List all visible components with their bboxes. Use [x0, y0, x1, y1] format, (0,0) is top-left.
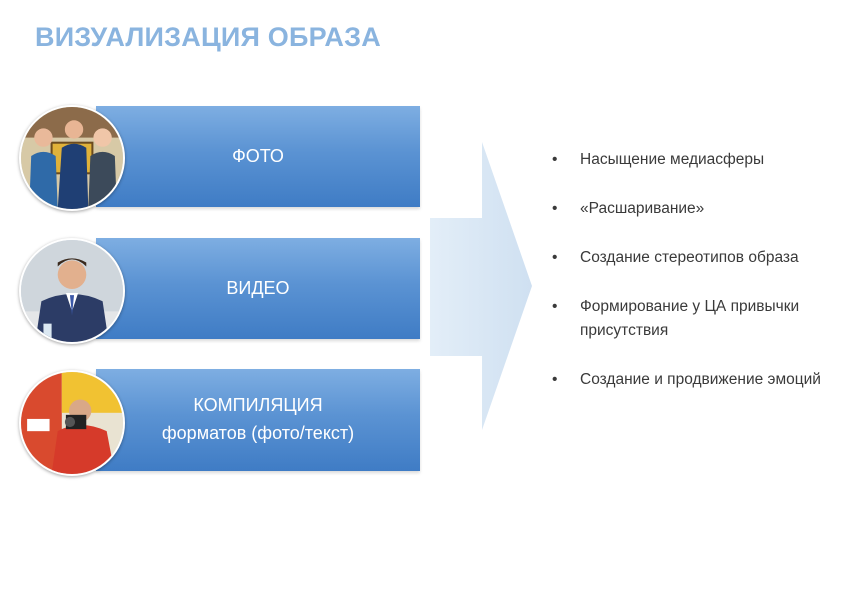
- man-in-suit-photo-icon: [19, 238, 125, 344]
- format-box-video: ВИДЕО: [96, 238, 420, 339]
- format-box-label: ФОТО: [232, 145, 284, 166]
- list-item: • Формирование у ЦА привычки присутствия: [552, 295, 832, 343]
- right-arrow-icon: [430, 142, 532, 430]
- list-item: • Создание стереотипов образа: [552, 246, 832, 270]
- list-item-text: Насыщение медиасферы: [580, 151, 765, 168]
- bullet-icon: •: [552, 298, 558, 315]
- group-photo-icon: [19, 105, 125, 211]
- slide-title: ВИЗУАЛИЗАЦИЯ ОБРАЗА: [35, 22, 381, 52]
- photographer-photo-icon: [19, 370, 125, 476]
- list-item-text: Создание и продвижение эмоций: [580, 371, 821, 388]
- bullet-icon: •: [552, 249, 558, 266]
- list-item-text: Создание стереотипов образа: [580, 249, 799, 266]
- format-box-label: ВИДЕО: [226, 277, 290, 298]
- list-item: • «Расшаривание»: [552, 197, 832, 221]
- format-box-compilation: КОМПИЛЯЦИЯ форматов (фото/текст): [96, 369, 420, 471]
- bullet-icon: •: [552, 200, 558, 217]
- format-box-sublabel: форматов (фото/текст): [161, 423, 355, 443]
- bullet-icon: •: [552, 151, 558, 168]
- list-item-text: Формирование у ЦА привычки присутствия: [580, 298, 800, 339]
- bullet-icon: •: [552, 371, 558, 388]
- format-box-photo: ФОТО: [96, 106, 420, 207]
- list-item: • Создание и продвижение эмоций: [552, 368, 832, 392]
- format-box-label: КОМПИЛЯЦИЯ: [193, 395, 323, 416]
- benefits-list: • Насыщение медиасферы • «Расшаривание» …: [552, 148, 832, 417]
- list-item-text: «Расшаривание»: [580, 200, 705, 217]
- list-item: • Насыщение медиасферы: [552, 148, 832, 172]
